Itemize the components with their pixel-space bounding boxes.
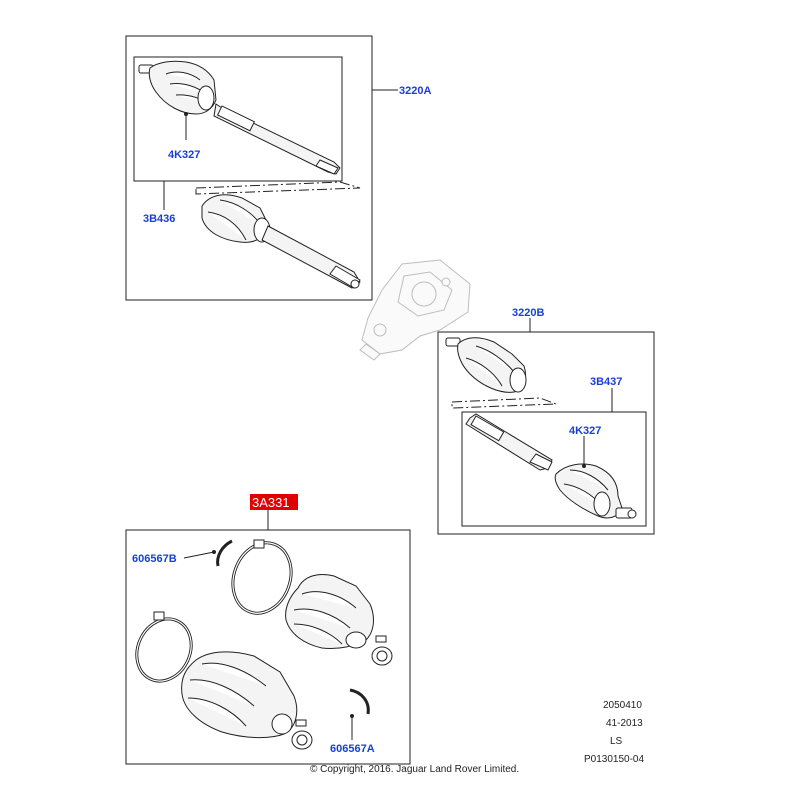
callout-606567b[interactable]: 606567B — [132, 553, 177, 565]
copyright-notice: © Copyright, 2016. Jaguar Land Rover Lim… — [310, 764, 519, 775]
frame-3220b — [437, 331, 655, 535]
callout-3b436[interactable]: 3B436 — [143, 213, 175, 225]
frame-3220a — [125, 35, 373, 301]
clamp-ring-left — [135, 611, 193, 683]
cv-joint-rear-part — [465, 413, 637, 519]
clamp-ring-large-top — [231, 539, 293, 615]
callout-3220b[interactable]: 3220B — [512, 307, 544, 319]
callout-4k327-front[interactable]: 4K327 — [168, 149, 200, 161]
assembly-3220b: 3220B 3B437 4K327 — [437, 307, 655, 535]
frame-3a331 — [125, 529, 411, 765]
callout-3a331[interactable]: 3A331 — [252, 495, 290, 510]
boot-kit-3a331: 3A331 — [125, 494, 411, 765]
joint-rear-part — [445, 337, 527, 393]
clip-606567a-part — [349, 688, 370, 715]
cv-joint-front-part — [138, 60, 341, 175]
frame-4k327-front — [133, 56, 343, 182]
band-small-bottom — [291, 719, 313, 750]
callout-4k327-rear[interactable]: 4K327 — [569, 425, 601, 437]
callout-3b437[interactable]: 3B437 — [590, 376, 622, 388]
callout-3220a[interactable]: 3220A — [399, 85, 431, 97]
differential-housing — [359, 259, 471, 361]
frame-4k327-rear — [461, 411, 647, 527]
meta-line-3: LS — [610, 736, 623, 747]
joint-front-part — [201, 194, 361, 289]
boot-bottom — [181, 651, 298, 739]
dash-line-rear — [451, 397, 557, 409]
callout-606567a[interactable]: 606567A — [330, 743, 375, 755]
boot-top — [285, 574, 374, 649]
dash-line-front — [195, 181, 361, 195]
band-small-top — [371, 635, 393, 666]
meta-line-4: P0130150-04 — [584, 754, 644, 765]
drawing-meta: 2050410 41-2013 LS P0130150-04 — [584, 700, 644, 765]
meta-line-2: 41-2013 — [606, 718, 643, 729]
meta-line-1: 2050410 — [603, 700, 642, 711]
clip-606567b-part — [216, 539, 233, 567]
assembly-3220a: 3220A 4K327 3B436 — [125, 35, 431, 301]
callout-3a331-highlight — [250, 494, 298, 510]
